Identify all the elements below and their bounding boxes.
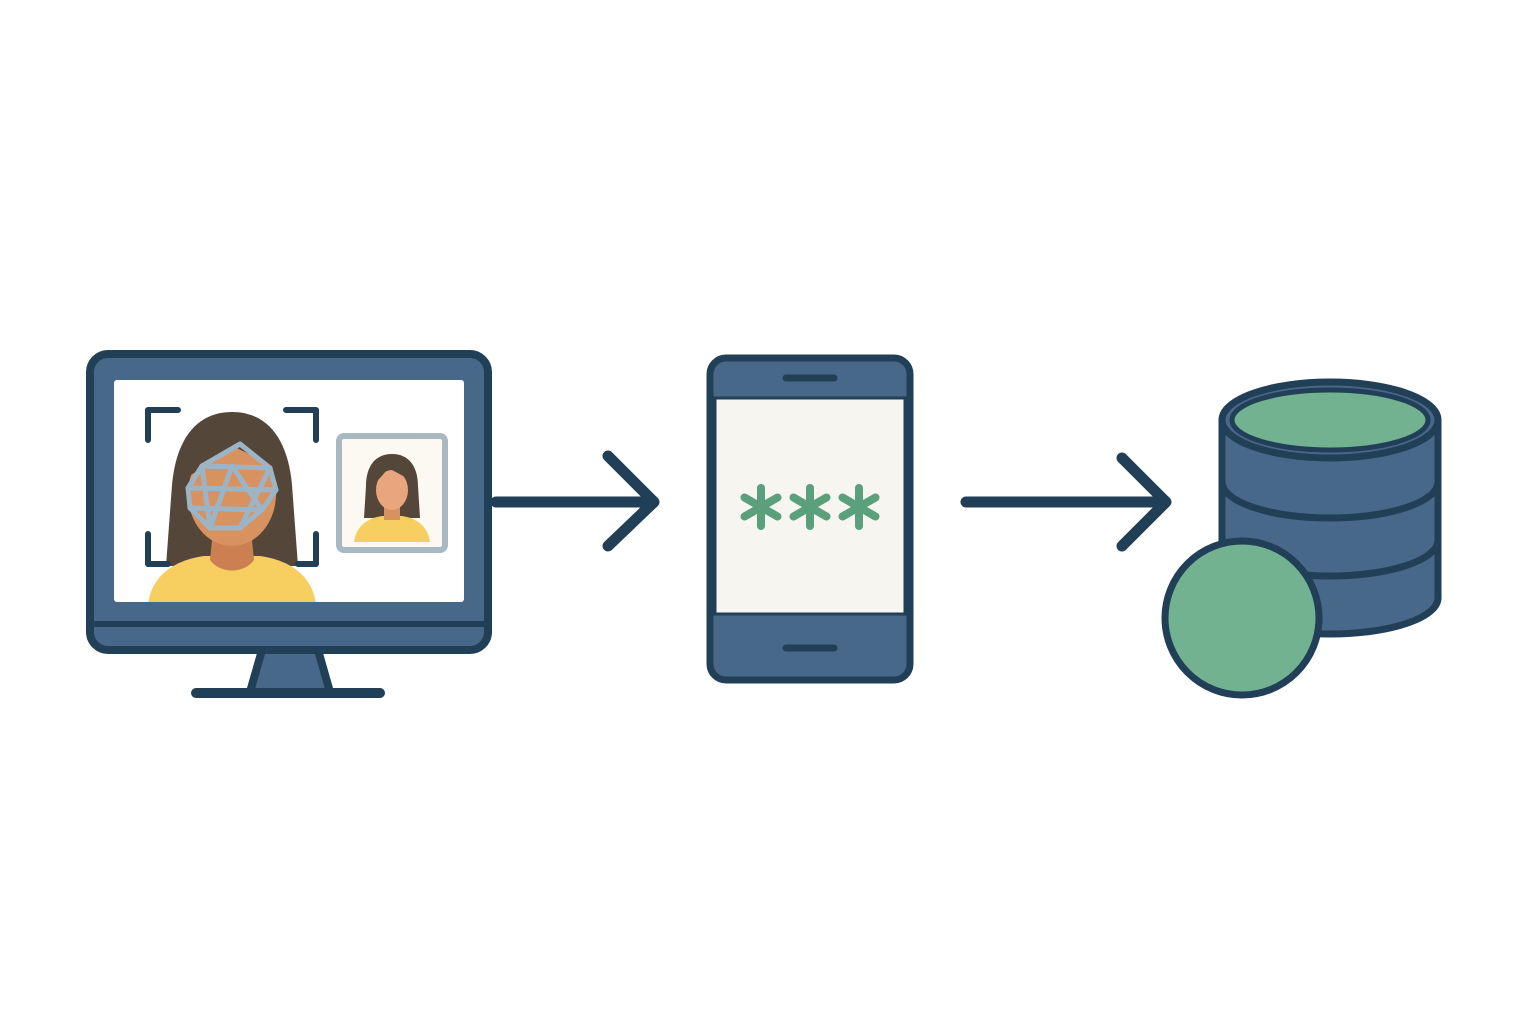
smartphone-password-icon bbox=[706, 354, 914, 684]
arrow-right-icon bbox=[490, 450, 660, 552]
database-coin-icon bbox=[1161, 378, 1442, 699]
password-asterisk bbox=[740, 484, 782, 530]
person-portrait bbox=[148, 412, 316, 602]
id-card bbox=[336, 433, 448, 553]
password-asterisk bbox=[838, 484, 880, 530]
id-photo-shirt bbox=[354, 516, 430, 542]
scan-corner-top-left bbox=[145, 407, 181, 443]
password-asterisk bbox=[789, 484, 831, 530]
database-top-fill bbox=[1229, 387, 1431, 453]
id-photo-fringe bbox=[376, 462, 410, 482]
scan-corner-bottom-right bbox=[295, 531, 319, 567]
arrow-right-icon bbox=[960, 452, 1172, 552]
hair-fringe bbox=[186, 433, 280, 478]
scan-corner-bottom-left bbox=[145, 531, 171, 567]
coin-icon bbox=[1161, 537, 1323, 699]
arrow-head bbox=[602, 450, 660, 552]
arrow-head bbox=[1116, 452, 1172, 552]
computer-face-scan-icon bbox=[86, 350, 492, 698]
password-mask bbox=[740, 484, 880, 530]
scan-corner-top-right bbox=[283, 407, 319, 443]
monitor-stand bbox=[246, 646, 334, 696]
face-scan-mesh bbox=[185, 441, 279, 531]
id-photo-face bbox=[376, 470, 408, 510]
database-tier-line bbox=[1218, 481, 1442, 522]
scan-frame-corners bbox=[145, 407, 319, 567]
shirt bbox=[148, 556, 316, 602]
